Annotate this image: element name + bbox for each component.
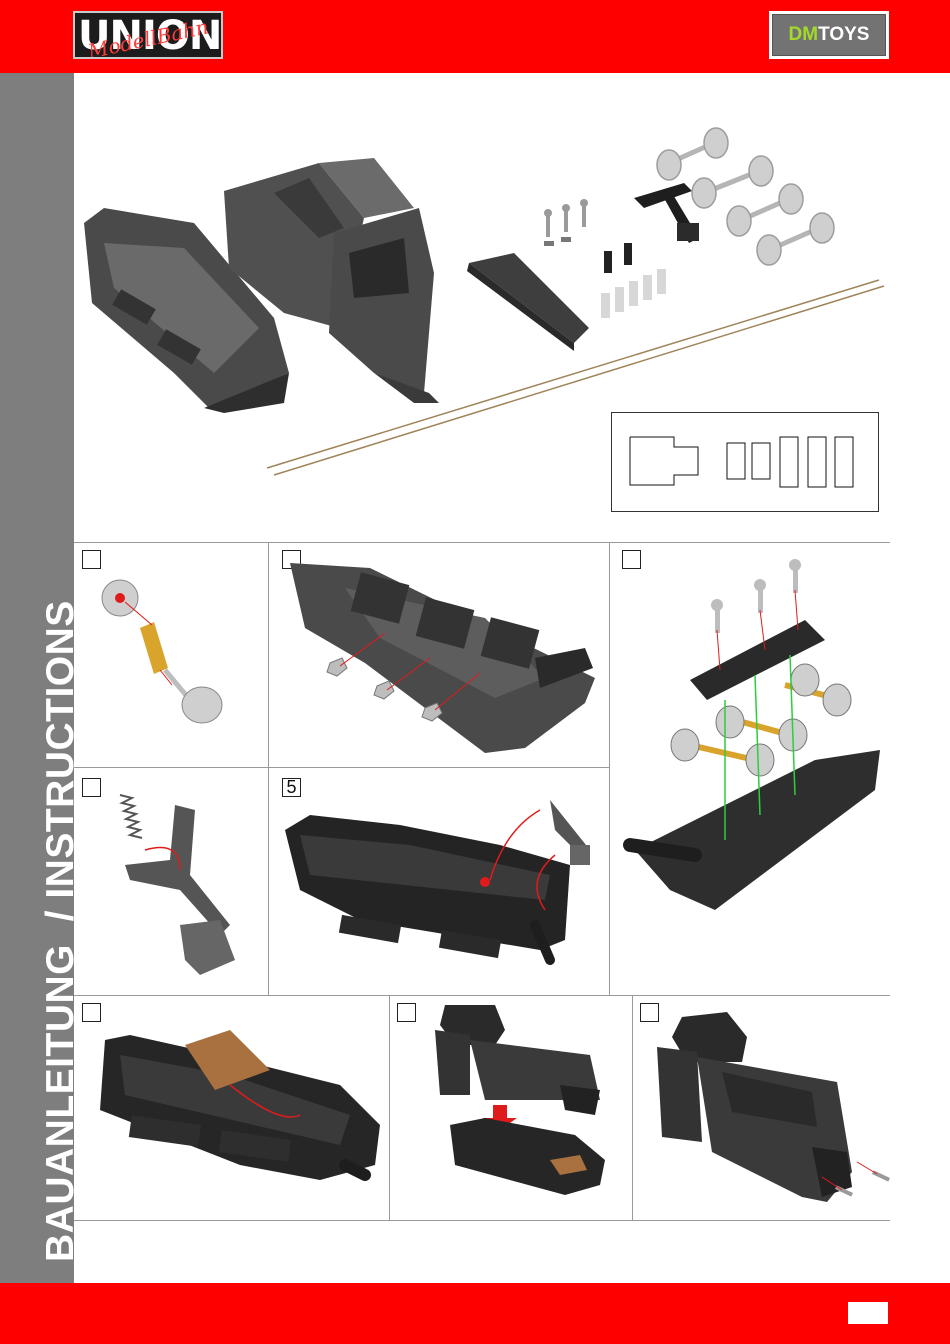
divider: [74, 995, 890, 996]
dmtoys-logo: DMTOYS: [769, 11, 889, 59]
step-4-illustration: [110, 785, 250, 985]
step-8-illustration: [652, 1012, 890, 1212]
step-2-illustration: [285, 558, 605, 758]
divider: [609, 542, 610, 995]
divider: [632, 995, 633, 1220]
step-6-illustration: [90, 1015, 385, 1215]
dmtoys-logo-inner: DMTOYS: [772, 14, 886, 56]
sidebar-title: BAUANLEITUNG / INSTRUCTIONS: [41, 600, 80, 1262]
coupling-icon: [634, 183, 699, 243]
divider: [268, 542, 269, 995]
screw-icon: [544, 199, 666, 318]
step-5-illustration: [280, 790, 605, 985]
divider: [74, 1220, 890, 1221]
union-modellbahn-logo: UNION ModellBahn: [73, 11, 223, 59]
divider: [74, 767, 609, 768]
page-number-box: [848, 1302, 888, 1324]
divider: [74, 542, 890, 543]
step-3-illustration: [615, 550, 890, 990]
decal-sheet-icon: [611, 412, 879, 512]
dmtoys-logo-toys: TOYS: [818, 24, 869, 45]
step-7-illustration: [425, 1000, 625, 1205]
dmtoys-logo-dm: DM: [789, 24, 819, 45]
plate-part-icon: [467, 253, 589, 351]
footer-bar: [0, 1283, 950, 1344]
wheelset-icon: [657, 128, 834, 265]
decal-sheet-shapes: [612, 413, 880, 513]
divider: [389, 995, 390, 1220]
spring-icon: [120, 795, 142, 838]
step-1-number: [82, 550, 101, 569]
step-7-number: [397, 1003, 416, 1022]
step-1-illustration: [90, 570, 260, 760]
step-4-number: [82, 778, 101, 797]
